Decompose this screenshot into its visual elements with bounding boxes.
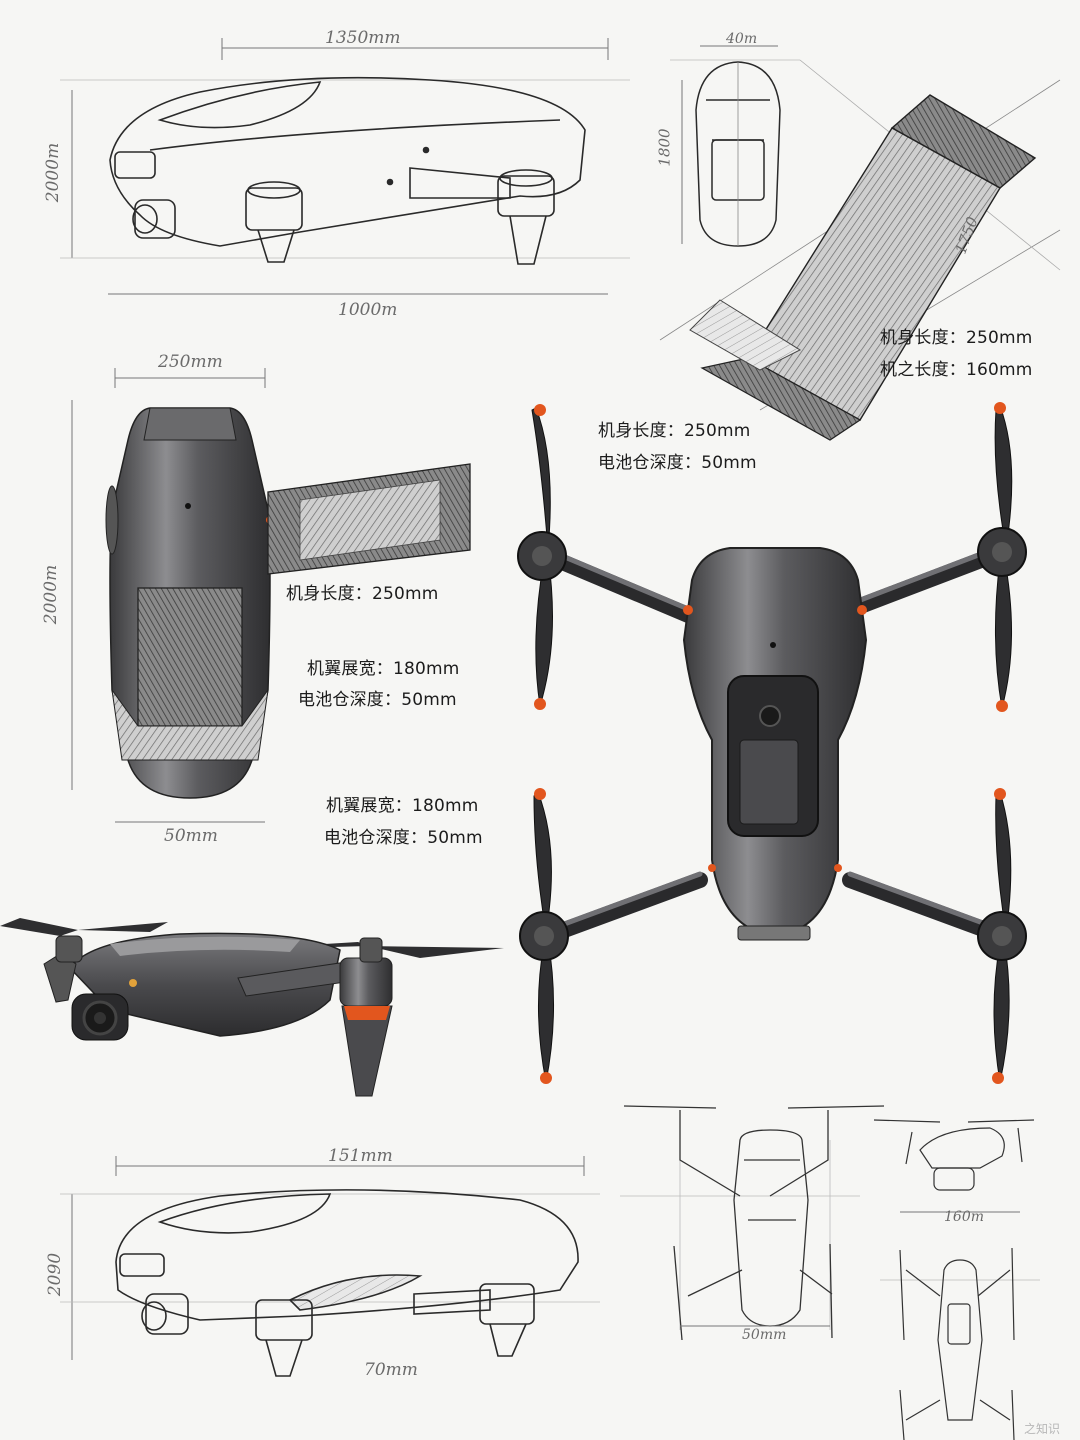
spec-length-b: 机之长度：160mm — [880, 360, 1033, 380]
propeller-rear-right — [977, 788, 1027, 1084]
spec-wingspan-e: 机翼展宽：180mm — [326, 796, 479, 816]
mini-quad-view-sketch — [880, 1247, 1040, 1440]
spec-body-length-c: 机身长度：250mm — [286, 584, 439, 604]
propeller-front-left — [517, 404, 567, 710]
dimension-label-front-width: 40m — [726, 31, 758, 47]
propeller-rear-left — [519, 788, 569, 1084]
dimension-label-top-bottom: 50mm — [164, 826, 218, 846]
spec-battery-depth-d: 电池仓深度：50mm — [298, 690, 457, 710]
dimension-label-top-width: 250mm — [158, 352, 223, 372]
spec-body-length-a: 机身长度：250mm — [880, 328, 1033, 348]
spec-battery-depth-b: 电池仓深度：50mm — [598, 453, 757, 473]
dimension-label-side-height: 2000m — [43, 142, 64, 203]
dimension-label-bottom-length: 151mm — [328, 1146, 393, 1166]
rendered-top-view-drone — [517, 402, 1027, 1084]
rendered-perspective-drone — [0, 918, 504, 1097]
mini-side-view-sketch — [873, 1119, 1035, 1213]
side-view-sketch-top — [60, 38, 630, 295]
dimension-label-bottom-base: 70mm — [364, 1360, 418, 1380]
dimension-label-bottom-height: 2090 — [45, 1252, 66, 1297]
spec-body-length-b: 机身长度：250mm — [598, 421, 751, 441]
dimension-label-mini-side: 160m — [944, 1209, 984, 1225]
diagonal-strip-sketch — [659, 59, 1061, 441]
dimension-label-top-height: 2000m — [41, 564, 62, 625]
watermark: 之知识 — [1024, 1422, 1061, 1436]
dimension-label-side-base: 1000m — [338, 300, 398, 320]
side-view-sketch-bottom — [60, 1156, 600, 1377]
spec-wingspan-d: 机翼展宽：180mm — [307, 659, 460, 679]
dimension-label-mini-top: 50mm — [742, 1327, 787, 1343]
dimension-label-front-height: 1800 — [655, 128, 674, 167]
dimension-label-side-length: 1350mm — [325, 28, 401, 48]
top-view-render — [71, 368, 471, 823]
front-view-sketch — [670, 45, 800, 247]
propeller-front-right — [977, 402, 1027, 712]
mini-top-view-sketch — [620, 1105, 885, 1341]
spec-battery-depth-e: 电池仓深度：50mm — [324, 828, 483, 848]
